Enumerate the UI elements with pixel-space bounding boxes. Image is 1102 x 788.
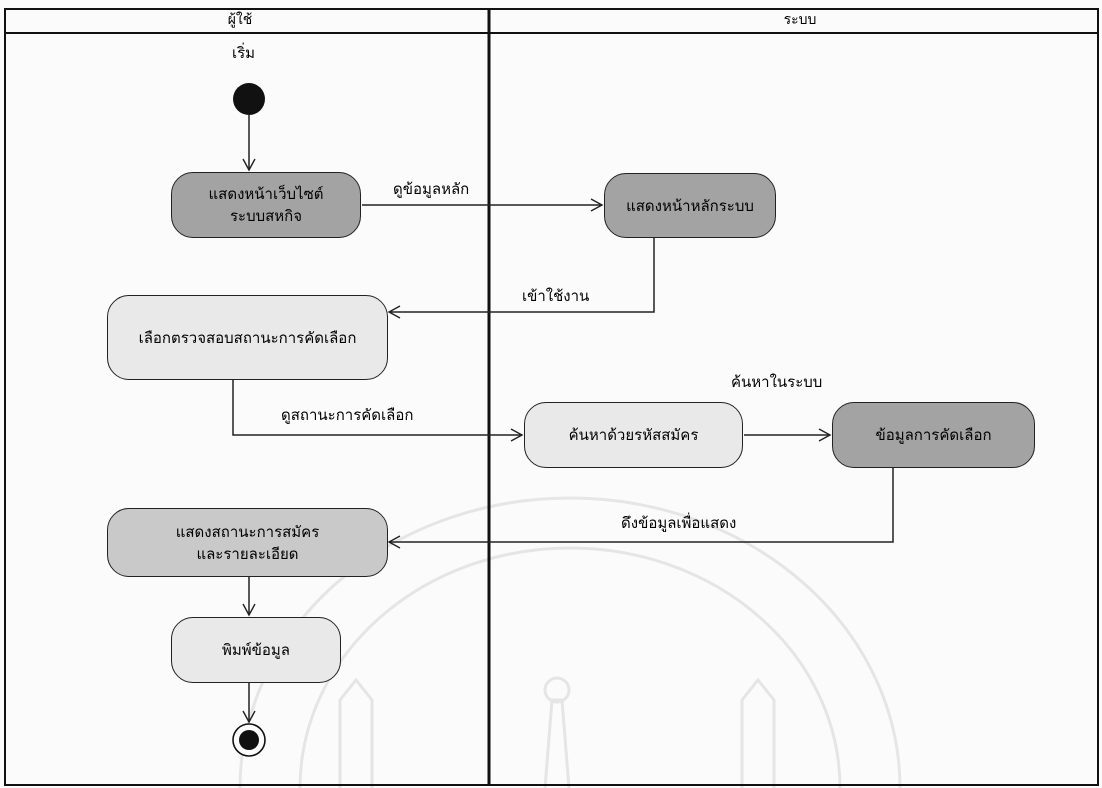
node-search-by-id: ค้นหาด้วยรหัสสมัคร bbox=[524, 402, 743, 468]
start-node bbox=[233, 83, 265, 115]
node-show-status: แสดงสถานะการสมัคร และรายละเอียด bbox=[107, 508, 388, 577]
node-print-info-label: พิมพ์ข้อมูล bbox=[221, 641, 290, 659]
edge-label-enter-use: เข้าใช้งาน bbox=[522, 287, 590, 305]
node-show-status-line2: และรายละเอียด bbox=[196, 544, 299, 563]
diagram-frame bbox=[4, 8, 1099, 786]
node-check-status-label: เลือกตรวจสอบสถานะการคัดเลือก bbox=[138, 328, 357, 347]
start-label: เริ่ม bbox=[232, 44, 256, 62]
edge-label-view-main: ดูข้อมูลหลัก bbox=[393, 180, 470, 198]
node-check-status: เลือกตรวจสอบสถานะการคัดเลือก bbox=[107, 295, 388, 380]
node-selection-info-label: ข้อมูลการคัดเลือก bbox=[875, 426, 992, 444]
lane-header-user: ผู้ใช้ bbox=[227, 12, 253, 28]
node-system-home-label: แสดงหน้าหลักระบบ bbox=[626, 196, 754, 215]
node-selection-info: ข้อมูลการคัดเลือก bbox=[832, 402, 1035, 468]
edge-label-view-status: ดูสถานะการคัดเลือก bbox=[281, 406, 414, 424]
node-search-by-id-label: ค้นหาด้วยรหัสสมัคร bbox=[568, 426, 699, 444]
node-system-home: แสดงหน้าหลักระบบ bbox=[604, 173, 776, 238]
edge-label-search-in-system: ค้นหาในระบบ bbox=[731, 373, 823, 391]
node-show-website: แสดงหน้าเว็บไซต์ ระบบสหกิจ bbox=[171, 172, 361, 238]
node-show-website-line2: ระบบสหกิจ bbox=[229, 207, 303, 225]
edge-check-to-search bbox=[232, 380, 524, 442]
node-show-status-line1: แสดงสถานะการสมัคร bbox=[175, 522, 320, 541]
edge-info-to-status bbox=[387, 468, 894, 549]
node-show-website-line1: แสดงหน้าเว็บไซต์ bbox=[208, 185, 324, 203]
end-node-dot bbox=[239, 730, 259, 750]
lane-header-system: ระบบ bbox=[783, 12, 817, 28]
node-print-info: พิมพ์ข้อมูล bbox=[171, 617, 341, 683]
edge-label-fetch-to-show: ดึงข้อมูลเพื่อแสดง bbox=[621, 514, 737, 532]
edge-home-to-check bbox=[387, 238, 655, 319]
